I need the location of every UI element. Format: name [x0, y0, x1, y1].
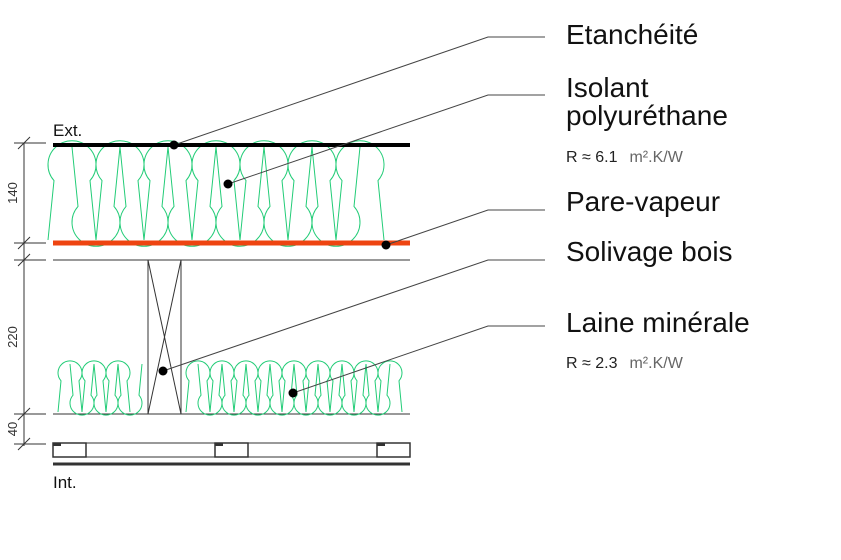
polyurethane-insulation-layer: [47, 140, 385, 247]
label-etancheite: Etanchéité: [566, 19, 698, 50]
label-solivage: Solivage bois: [566, 236, 733, 267]
exterior-label: Ext.: [53, 121, 82, 140]
isolant-r-prefix: R ≈ 6.1: [566, 149, 618, 166]
label-isolant-line2: polyuréthane: [566, 100, 728, 131]
dimension-220: 220: [5, 326, 20, 348]
label-isolant-line1: Isolant: [566, 72, 649, 103]
isolant-r-value: R ≈ 6.1 m².K/W: [566, 149, 684, 166]
leader-lines: [158, 36, 545, 398]
callout-dot-solivage: [158, 366, 168, 376]
laine-r-value: R ≈ 2.3 m².K/W: [566, 355, 684, 372]
batten-1: [52, 442, 87, 458]
callout-dot-etancheite: [169, 140, 179, 150]
callout-dot-isolant: [223, 179, 233, 189]
batten-2: [214, 442, 249, 458]
laine-r-prefix: R ≈ 2.3: [566, 355, 618, 372]
dimension-140: 140: [5, 182, 20, 204]
dimension-chain: 140 220 40: [5, 136, 46, 451]
batten-3: [376, 442, 411, 458]
interior-label: Int.: [53, 473, 77, 492]
isolant-r-unit: m².K/W: [629, 149, 683, 166]
callout-dot-laine: [288, 388, 298, 398]
label-laine: Laine minérale: [566, 307, 750, 338]
wood-joist: [147, 259, 182, 415]
label-pare-vapeur: Pare-vapeur: [566, 186, 720, 217]
ceiling-assembly: [52, 442, 411, 466]
laine-r-unit: m².K/W: [629, 355, 683, 372]
mineral-wool-right: [185, 360, 403, 416]
dimension-40: 40: [5, 422, 20, 436]
mineral-wool-left: [57, 360, 143, 416]
callout-dot-pare-vapeur: [381, 240, 391, 250]
